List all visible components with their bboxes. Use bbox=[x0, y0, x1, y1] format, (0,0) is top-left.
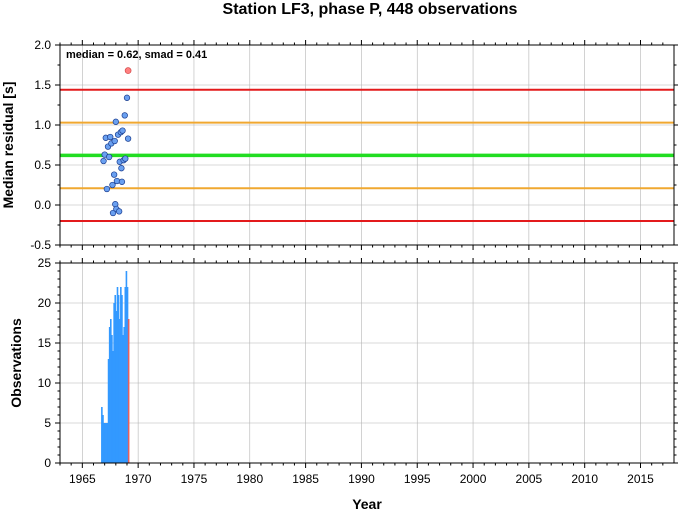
data-point bbox=[110, 171, 118, 178]
stats-annotation: median = 0.62, smad = 0.41 bbox=[66, 49, 207, 61]
x-tick-label: 1990 bbox=[348, 472, 375, 486]
data-point bbox=[107, 133, 114, 141]
data-point bbox=[109, 209, 117, 217]
data-point bbox=[100, 157, 107, 165]
y-tick-label: 5 bbox=[44, 416, 51, 430]
y-tick-label: 20 bbox=[38, 296, 52, 310]
observations-panel-frame bbox=[59, 262, 675, 464]
observations-x-ticks: 1965 1970 1975 1980 1985 1990 1995 2000 2005 2010… bbox=[59, 258, 664, 486]
x-tick-label: 1970 bbox=[125, 472, 152, 486]
residual-y-axis-label: Median residual [s] bbox=[0, 82, 16, 209]
x-tick-label: 2010 bbox=[571, 472, 598, 486]
data-point bbox=[118, 165, 125, 172]
data-point bbox=[119, 127, 126, 134]
x-axis-label: Year bbox=[352, 496, 382, 511]
data-point bbox=[105, 153, 113, 161]
y-tick-label: 0 bbox=[44, 456, 51, 470]
y-tick-label: 15 bbox=[38, 336, 52, 350]
y-tick-label: 0.0 bbox=[34, 198, 51, 212]
residual-panel-background bbox=[60, 45, 674, 245]
x-tick-label: 1975 bbox=[181, 472, 208, 486]
y-tick-label: 25 bbox=[38, 256, 52, 270]
outlier-point bbox=[124, 67, 132, 74]
residual-points bbox=[100, 67, 132, 217]
data-point bbox=[113, 177, 121, 185]
x-tick-label: 2015 bbox=[627, 472, 654, 486]
x-tick-label: 2005 bbox=[516, 472, 543, 486]
data-point bbox=[123, 94, 131, 101]
y-tick-label: 1.0 bbox=[34, 118, 51, 132]
x-tick-label: 1980 bbox=[236, 472, 263, 486]
x-tick-label: 2000 bbox=[460, 472, 487, 486]
data-point bbox=[118, 178, 126, 185]
residual-panel: 2.0 1.5 1.0 0.5 0.0 -0.5 median = 0.62, smad … bbox=[0, 38, 678, 252]
x-tick-label: 1985 bbox=[292, 472, 319, 486]
data-point bbox=[122, 155, 129, 162]
chart-title: Station LF3, phase P, 448 observations bbox=[223, 1, 518, 18]
data-point bbox=[111, 137, 118, 145]
data-point bbox=[112, 118, 119, 125]
y-tick-label: 1.5 bbox=[34, 78, 51, 92]
y-tick-label: -0.5 bbox=[30, 238, 51, 252]
x-tick-label: 1965 bbox=[69, 472, 96, 486]
observations-y-ticks: 25 20 15 10 5 0 bbox=[38, 256, 678, 470]
data-point bbox=[121, 112, 128, 119]
observations-bars bbox=[101, 271, 130, 463]
y-tick-label: 2.0 bbox=[34, 38, 51, 52]
y-tick-label: 10 bbox=[38, 376, 52, 390]
residual-x-ticks bbox=[59, 40, 664, 250]
observations-panel-background bbox=[60, 263, 674, 463]
residual-y-ticks: 2.0 1.5 1.0 0.5 0.0 -0.5 bbox=[30, 38, 678, 252]
x-tick-label: 1995 bbox=[404, 472, 431, 486]
data-point bbox=[103, 185, 111, 193]
y-tick-label: 0.5 bbox=[34, 158, 51, 172]
observations-y-axis-label: Observations bbox=[8, 318, 24, 408]
data-point bbox=[116, 208, 123, 215]
residual-reference-lines bbox=[60, 88, 674, 222]
data-point bbox=[109, 181, 116, 189]
data-point bbox=[124, 135, 132, 142]
